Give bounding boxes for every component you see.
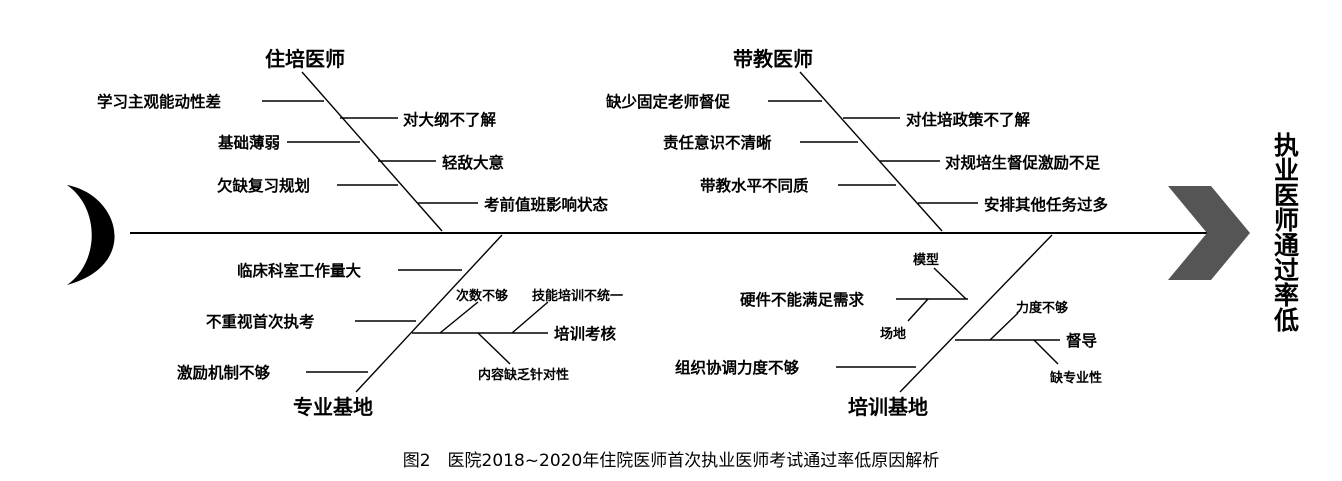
connector-line <box>477 332 511 365</box>
figure-caption: 图2 医院2018~2020年住院医师首次执业医师考试通过率低原因解析 <box>403 451 940 471</box>
category-label-zhupei: 住培医师 <box>265 47 345 71</box>
cause-label: 对住培政策不了解 <box>906 110 1031 129</box>
cause-label: 缺少固定老师督促 <box>606 92 731 111</box>
sub-cause-label: 场地 <box>880 326 906 342</box>
category-label-zhuanye: 专业基地 <box>293 395 373 419</box>
connector-line <box>511 301 549 334</box>
bone-peixun <box>899 234 1053 393</box>
connector-line <box>933 267 967 300</box>
cause-label: 基础薄弱 <box>217 133 280 152</box>
cause-label: 考前值班影响状态 <box>484 195 609 214</box>
sub-cause-label: 模型 <box>913 252 939 268</box>
cause-label: 激励机制不够 <box>177 363 271 382</box>
result-label: 执业医师通过率低 <box>1271 132 1301 333</box>
sub-cause-label: 内容缺乏针对性 <box>478 367 569 383</box>
cause-label: 对大纲不了解 <box>403 110 497 129</box>
cause-label: 轻敌大意 <box>442 153 504 172</box>
category-label-peixun: 培训基地 <box>848 395 928 419</box>
fish-head-crescent <box>67 185 115 285</box>
fish-tail-chevron <box>1168 186 1250 280</box>
bone-zhuanye <box>355 234 503 393</box>
cause-label: 硬件不能满足需求 <box>740 290 865 309</box>
cause-label: 带教水平不同质 <box>700 176 809 195</box>
cause-label: 责任意识不清晰 <box>663 133 772 152</box>
sub-cause-label: 力度不够 <box>1016 300 1068 316</box>
connector-line <box>439 301 479 334</box>
sub-cause-label: 次数不够 <box>456 288 508 304</box>
cause-label: 组织协调力度不够 <box>675 358 800 377</box>
cause-label: 安排其他任务过多 <box>984 195 1109 214</box>
sub-cause-label: 缺专业性 <box>1049 370 1102 386</box>
sub-branch-label: 督导 <box>1066 331 1097 350</box>
cause-label: 对规培生督促激励不足 <box>945 153 1101 172</box>
cause-label: 欠缺复习规划 <box>217 176 310 195</box>
connector-line <box>989 312 1019 341</box>
cause-label: 学习主观能动性差 <box>97 92 221 111</box>
connector-line <box>907 298 929 322</box>
sub-branch-label: 培训考核 <box>554 324 617 343</box>
bone-zhupei <box>301 71 443 232</box>
sub-cause-label: 技能培训不统一 <box>532 288 623 304</box>
cause-label: 临床科室工作量大 <box>237 261 362 280</box>
connector-line <box>1033 339 1059 365</box>
category-label-daijiao: 带教医师 <box>733 47 813 71</box>
bone-daijiao <box>799 71 943 232</box>
cause-label: 不重视首次执考 <box>206 312 315 331</box>
